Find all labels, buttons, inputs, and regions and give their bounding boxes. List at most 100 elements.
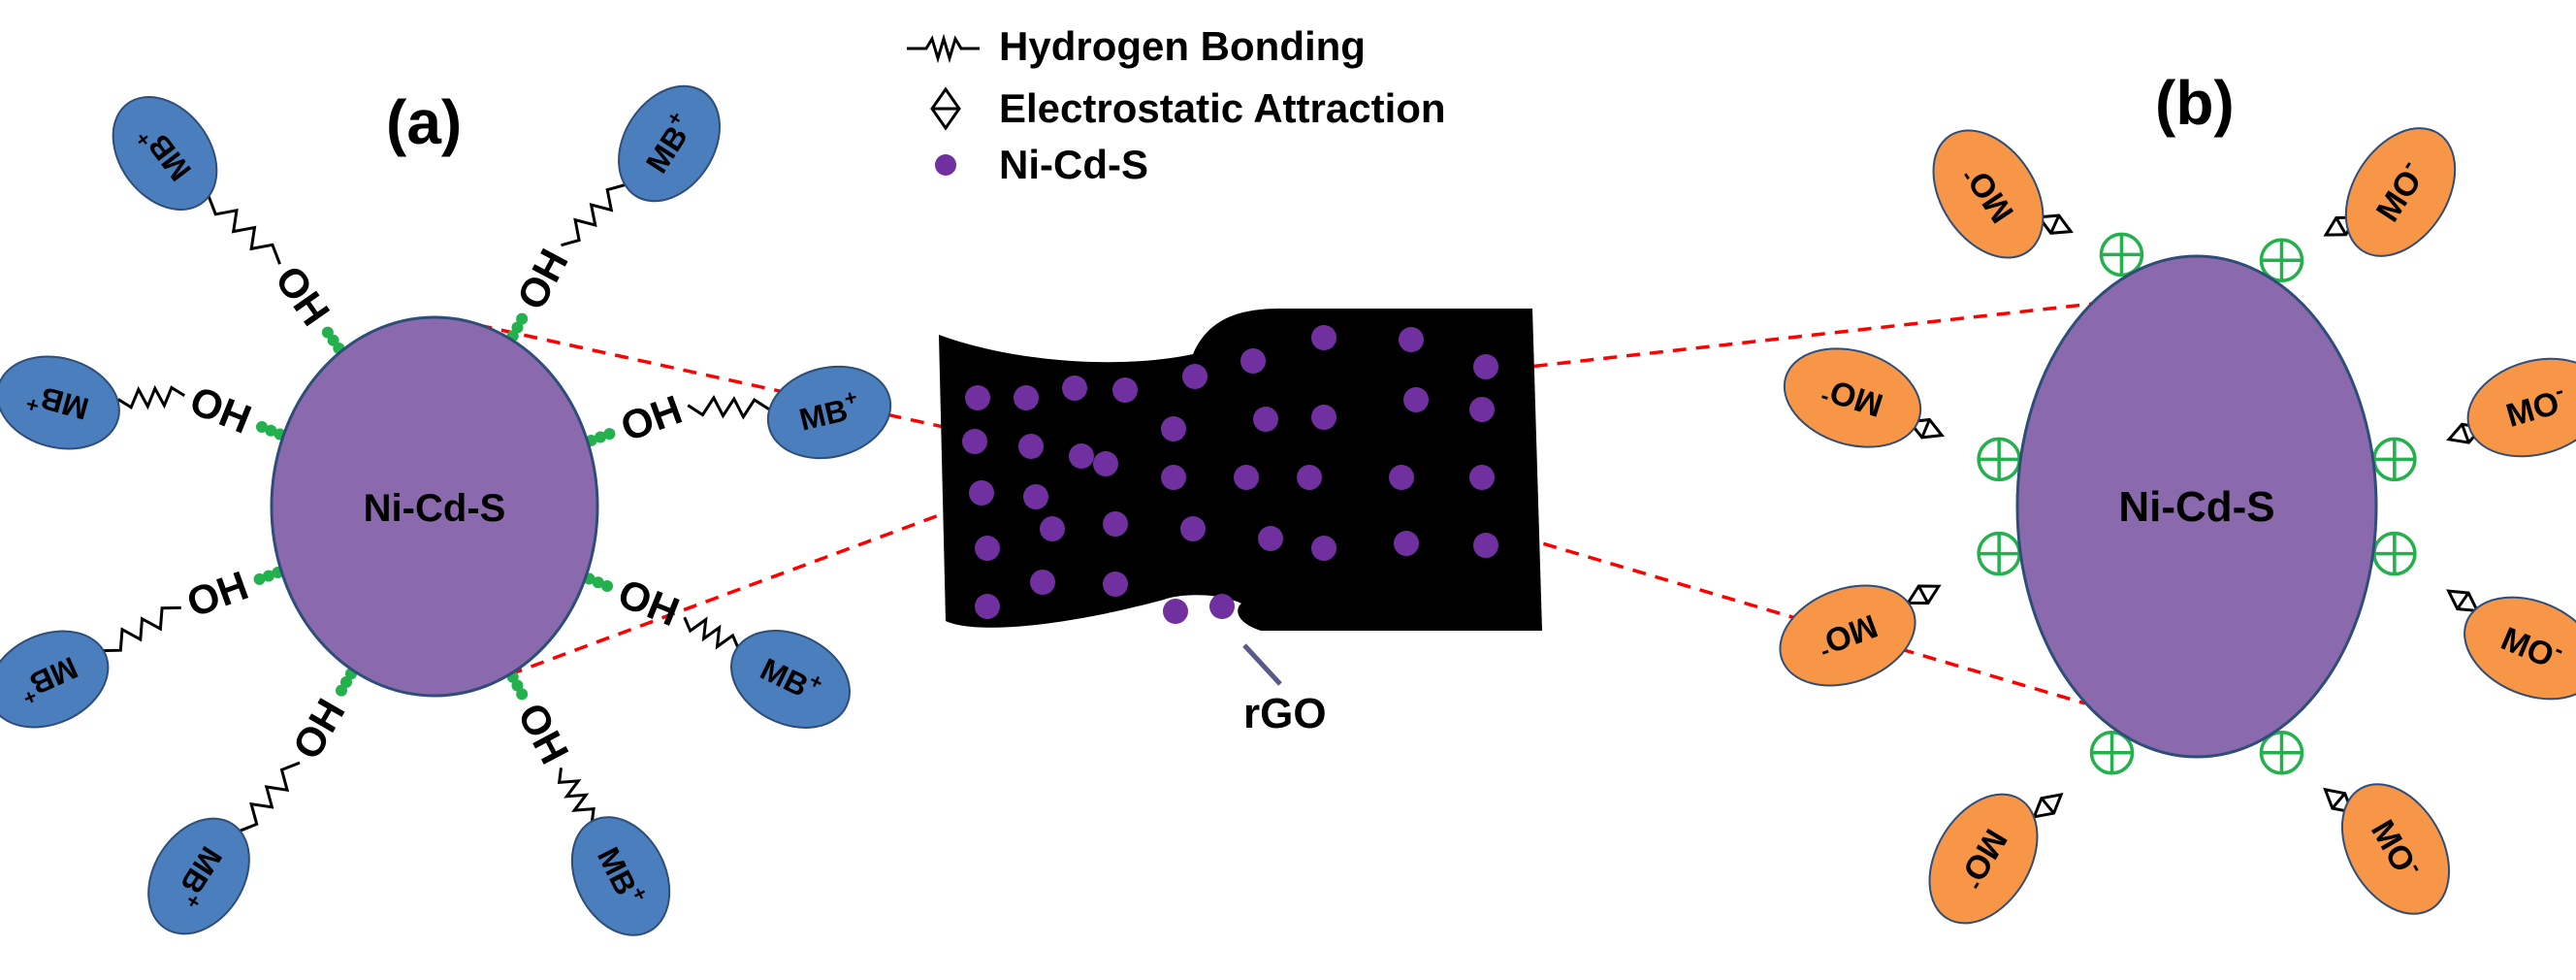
oh-group-label: OH	[509, 696, 578, 771]
ni-cd-s-particle-dot	[1403, 387, 1429, 412]
bond-dot	[262, 570, 274, 582]
oh-group-label: OH	[615, 386, 688, 450]
ni-cd-s-particle-dot	[1040, 516, 1065, 541]
ni-cd-s-particle-dot	[1030, 570, 1055, 595]
ni-cd-s-particle-dot	[1180, 516, 1206, 541]
ni-cd-s-particle-dot	[1469, 397, 1495, 422]
ni-cd-s-particle-dot	[1473, 533, 1498, 558]
bond-dot	[321, 326, 334, 339]
oh-group-label: OH	[283, 691, 353, 767]
ni-cd-s-particle-dot	[1399, 327, 1424, 352]
mo-anion-shape	[2340, 783, 2451, 915]
bond-dot	[340, 675, 352, 688]
oh-group-label: OH	[181, 562, 254, 626]
bond-dot	[601, 580, 614, 593]
mo-anion-shape	[1783, 347, 1922, 448]
mb-cation-shape	[618, 84, 721, 203]
mo-anion: MO-	[2340, 783, 2451, 915]
ni-cd-s-particle-dot	[1234, 465, 1259, 490]
mo-anion-shape	[2466, 357, 2576, 458]
panel-a-core-particle	[270, 315, 599, 698]
hydrogen-bond-zigzag	[238, 761, 301, 833]
legend-ni-cd-s: Ni-Cd-S	[999, 142, 1148, 187]
ni-cd-s-particle-dot	[962, 429, 987, 454]
panel-b-core-label: Ni-Cd-S	[2118, 483, 2274, 531]
panel-a-mb-dyes: MB+MB+MB+MB+MB+MB+MB+MB+	[0, 84, 892, 936]
bond-dot	[253, 572, 266, 585]
ni-cd-s-particle-dot	[1297, 465, 1322, 490]
legend-electrostatic-attraction: Electrostatic Attraction	[999, 85, 1446, 131]
positive-site-icon	[1977, 437, 2021, 482]
positive-site-icon	[2372, 437, 2417, 482]
magnification-connectors	[455, 299, 2120, 705]
rgo-label: rGO	[1243, 690, 1327, 737]
mo-anion: MO-	[2344, 127, 2457, 257]
mo-anion: MO-	[2466, 357, 2576, 458]
ni-cd-s-particle-dot	[1163, 599, 1188, 624]
ni-cd-s-particle-dot	[1023, 484, 1048, 509]
mb-cation-shape	[766, 365, 892, 460]
ni-cd-s-particle-dot	[975, 594, 1000, 619]
ni-cd-s-particle-dot	[1389, 465, 1414, 490]
oh-group-label: OH	[267, 257, 339, 334]
mo-anion: MO-	[1928, 793, 2039, 925]
electrostatic-legend-icon	[930, 86, 961, 131]
hydrogen-bond-zigzag	[117, 384, 186, 410]
bond-dot	[595, 431, 607, 443]
hydrogen-bond-zigzag	[207, 194, 281, 265]
ni-cd-s-particle-dot	[1182, 364, 1208, 389]
panel-b-mo-dyes: MO-MO-MO-MO-MO-MO-MO-MO-	[1779, 127, 2576, 925]
hydrogen-bond-legend-icon	[907, 33, 980, 64]
mb-cation-shape	[0, 355, 120, 450]
panel-b-core-particle	[2015, 254, 2378, 759]
positive-site-icon	[2099, 232, 2144, 278]
ni-cd-s-particle-dot	[1069, 443, 1094, 469]
bond-dot	[603, 428, 616, 441]
mb-cation: MB+	[147, 817, 250, 935]
panel-b: Ni-Cd-S MO-MO-MO-MO-MO-MO-MO-MO-	[1779, 127, 2576, 925]
ni-cd-s-particle-dot	[1311, 325, 1336, 350]
ni-cd-s-particle-dot	[1112, 377, 1138, 403]
mo-anion-shape	[2344, 127, 2457, 257]
hydrogen-bond-zigzag	[687, 395, 770, 420]
legend-hydrogen-bonding: Hydrogen Bonding	[999, 23, 1366, 69]
bond-dot	[511, 321, 524, 334]
mo-anion-shape	[1928, 793, 2039, 925]
ni-cd-s-particle-dot	[1240, 348, 1266, 374]
positive-site-icon	[2259, 731, 2304, 775]
ni-cd-s-particle-dot	[1161, 465, 1186, 490]
mb-cation: MB+	[112, 95, 218, 212]
mo-anion: MO-	[2463, 596, 2576, 701]
mb-cation-shape	[730, 630, 851, 729]
hydrogen-bond-zigzag	[683, 616, 740, 650]
mo-anion: MO-	[1783, 347, 1922, 448]
oh-group-label: OH	[508, 242, 577, 317]
ni-cd-s-particle-dot	[1253, 407, 1278, 432]
panel-a-core-label: Ni-Cd-S	[364, 487, 506, 530]
rgo-particles	[962, 325, 1498, 624]
mo-anion-shape	[1779, 584, 1916, 687]
ni-cd-s-particle-dot	[969, 480, 994, 506]
ni-cd-s-particle-dot	[1209, 594, 1235, 619]
mb-cation-shape	[0, 630, 110, 729]
mb-cation: MB+	[0, 355, 120, 450]
ni-cd-s-particle-dot	[1311, 405, 1336, 430]
positive-site-icon	[2372, 531, 2417, 576]
rgo-pointer-arrow	[1242, 643, 1282, 686]
mo-anion-shape	[1932, 129, 2045, 259]
bond-dot	[255, 420, 268, 433]
mb-cation: MB+	[0, 630, 110, 729]
panel-b-label: (b)	[2155, 68, 2235, 138]
rgo-sheet	[939, 309, 1542, 631]
ni-cd-s-particle-dot	[1394, 531, 1419, 556]
ni-cd-s-particle-dot	[1473, 354, 1498, 379]
mb-cation: MB+	[730, 630, 851, 729]
ni-cd-s-particle-dot	[1258, 526, 1283, 551]
ni-cd-s-particle-dot	[1093, 451, 1118, 476]
mo-anion: MO-	[1779, 584, 1916, 687]
ni-cd-s-particle-dot	[1103, 511, 1128, 537]
bond-dot	[511, 679, 524, 692]
mb-cation-shape	[147, 817, 250, 935]
mb-cation-shape	[112, 95, 218, 212]
